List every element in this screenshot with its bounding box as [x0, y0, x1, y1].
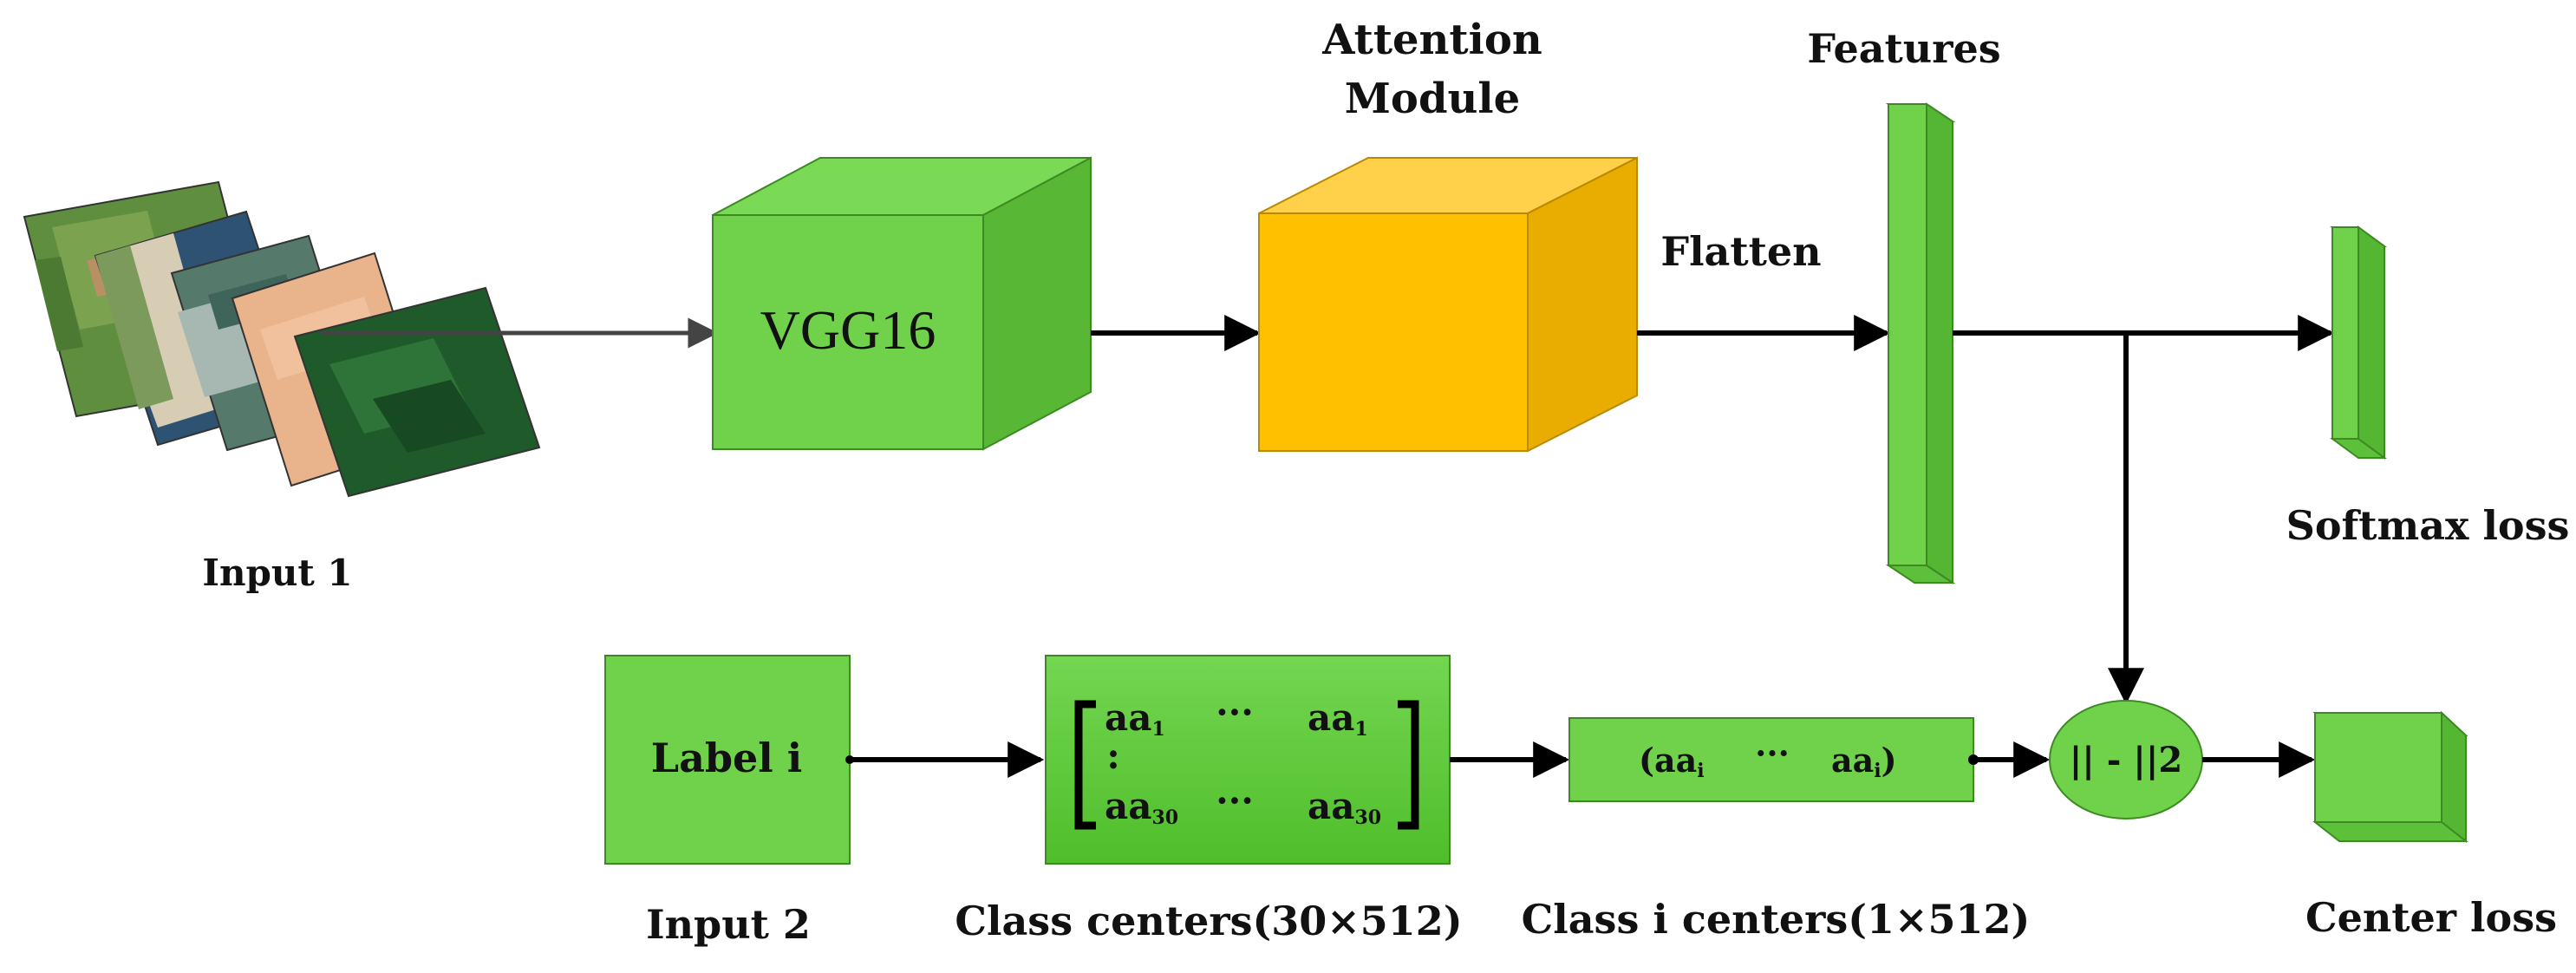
svg-text:aa1: aa1: [1105, 696, 1165, 741]
matrix-bot-dots: ···: [1216, 780, 1254, 822]
matrix-top-dots: ···: [1216, 691, 1254, 734]
class-i-right: aa: [1831, 741, 1874, 780]
class-centers-label: Class centers(30×512): [955, 898, 1462, 944]
vgg16-block: VGG16: [712, 156, 1092, 451]
class-centers-matrix: aa1 ··· aa1 : aa30 ··· aa30: [1045, 655, 1451, 865]
features-label: Features: [1807, 25, 2000, 72]
softmax-vector: [2329, 225, 2388, 460]
norm-label: || - ||2: [2070, 740, 2183, 780]
vgg16-label: VGG16: [760, 299, 936, 361]
svg-text:aai): aai): [1831, 741, 1897, 782]
features-vector: [1885, 102, 1956, 584]
matrix-top-left-sub: 1: [1151, 718, 1164, 741]
svg-text:aa1: aa1: [1308, 696, 1368, 741]
class-i-centers-label: Class i centers(1×512): [1522, 896, 2031, 943]
center-loss-block: [2312, 710, 2468, 844]
norm-node: || - ||2: [2049, 700, 2203, 820]
class-i-left-sub: i: [1697, 760, 1704, 782]
label-input-box: Label i: [604, 655, 851, 865]
input-image-forest: [293, 286, 541, 498]
matrix-top-right: aa: [1308, 696, 1354, 739]
class-i-centers-box: (aai ··· aai): [1568, 717, 1974, 802]
matrix-bot-left-sub: 30: [1151, 806, 1178, 829]
matrix-mid-dots: :: [1106, 735, 1120, 777]
class-i-dots: ···: [1755, 734, 1790, 773]
svg-text:aa30: aa30: [1105, 785, 1178, 829]
matrix-bot-right: aa: [1308, 785, 1354, 827]
attention-label-line1: Attention: [1321, 16, 1542, 64]
matrix-top-right-sub: 1: [1354, 718, 1367, 741]
input-image-stack: [23, 180, 541, 498]
matrix-bot-left: aa: [1105, 785, 1151, 827]
label-i-text: Label i: [651, 735, 803, 781]
junction-dot-2: [1968, 754, 1979, 765]
junction-dot: [845, 755, 854, 764]
softmax-loss-label: Softmax loss: [2286, 502, 2570, 549]
flatten-label: Flatten: [1660, 228, 1821, 275]
svg-text:aa30: aa30: [1308, 785, 1381, 829]
class-i-open: (aa: [1639, 741, 1697, 780]
center-loss-label: Center loss: [2305, 894, 2557, 941]
class-i-close: ): [1881, 741, 1897, 780]
svg-text:(aai: (aai: [1639, 741, 1705, 782]
class-i-right-sub: i: [1874, 760, 1881, 782]
attention-module-block: [1258, 156, 1638, 453]
matrix-right-bracket: [1398, 700, 1419, 830]
matrix-top-left: aa: [1105, 696, 1151, 739]
matrix-left-bracket: [1074, 700, 1096, 830]
attention-label-line2: Module: [1345, 75, 1520, 123]
input-2-label: Input 2: [646, 901, 811, 948]
input-1-label: Input 1: [202, 552, 352, 594]
matrix-bot-right-sub: 30: [1354, 806, 1381, 829]
